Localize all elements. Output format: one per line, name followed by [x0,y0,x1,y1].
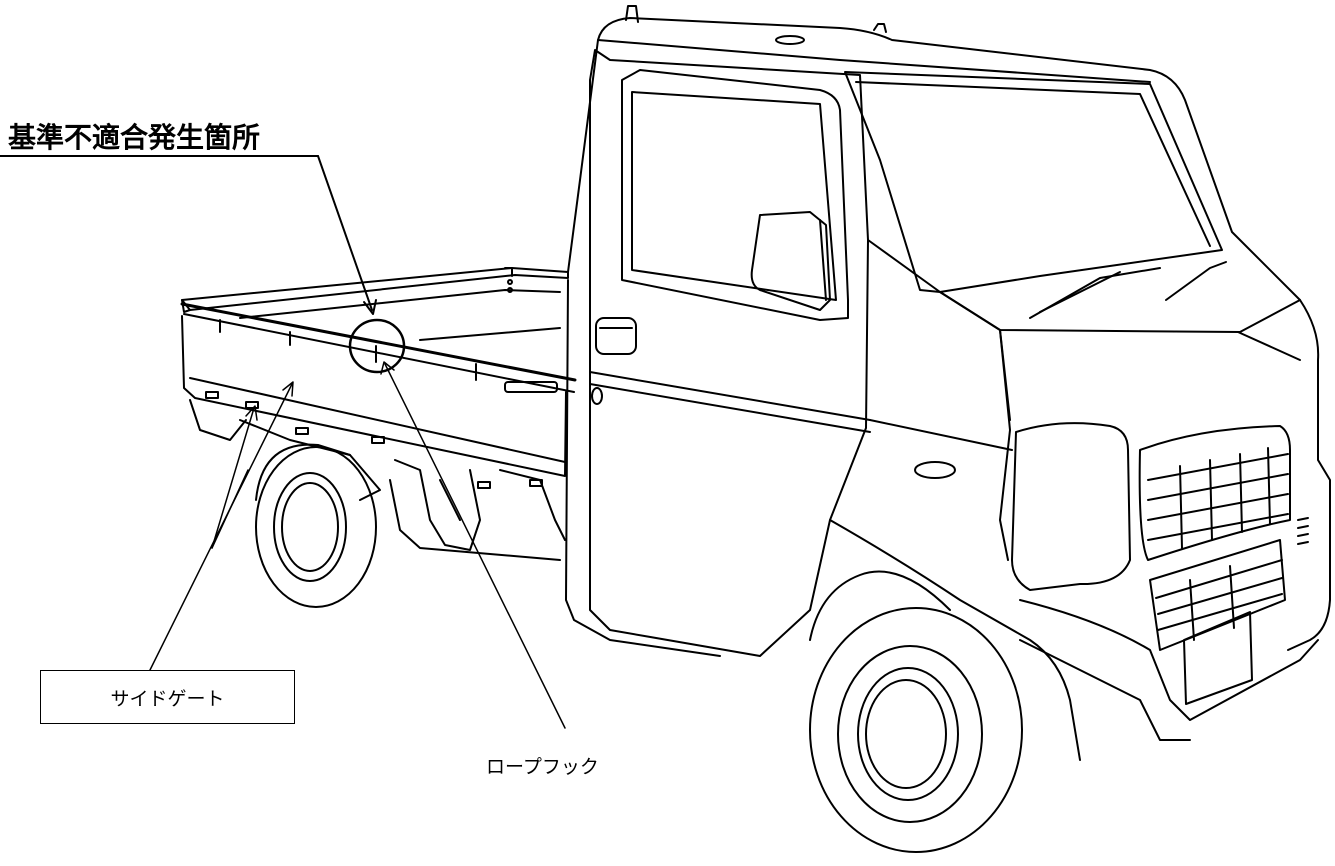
cargo-bed [180,267,577,489]
rope-hook-label: ロープフック [486,756,599,778]
front-bumper [1019,599,1319,721]
gate-latch [504,381,558,393]
side-marker [914,461,956,479]
side-gate-panel [181,315,567,477]
side-gate-label: サイドゲート [40,670,295,724]
keyhole [591,387,603,405]
side-gate-leader-line-2 [211,407,255,549]
door-window [621,69,849,321]
title-leader-arrow [363,299,377,315]
side-vents [1297,517,1309,545]
rope-hook-leader-line [384,363,566,729]
cab [565,5,1331,761]
front-wheel [809,607,1023,853]
front-grille [1138,425,1291,561]
chassis [189,399,566,561]
rear-wheel [255,443,377,608]
defect-highlight-circle [348,318,406,374]
title-leader-line [317,155,373,311]
windshield [844,71,1223,293]
wiper-right [1165,261,1227,301]
headlight [1011,422,1131,591]
diagram-title: 基準不適合発生箇所 [8,121,261,154]
side-mirror [750,211,831,311]
lower-grille [1149,539,1286,651]
license-plate [1183,611,1253,705]
door-handle [595,317,637,355]
door [589,49,869,657]
